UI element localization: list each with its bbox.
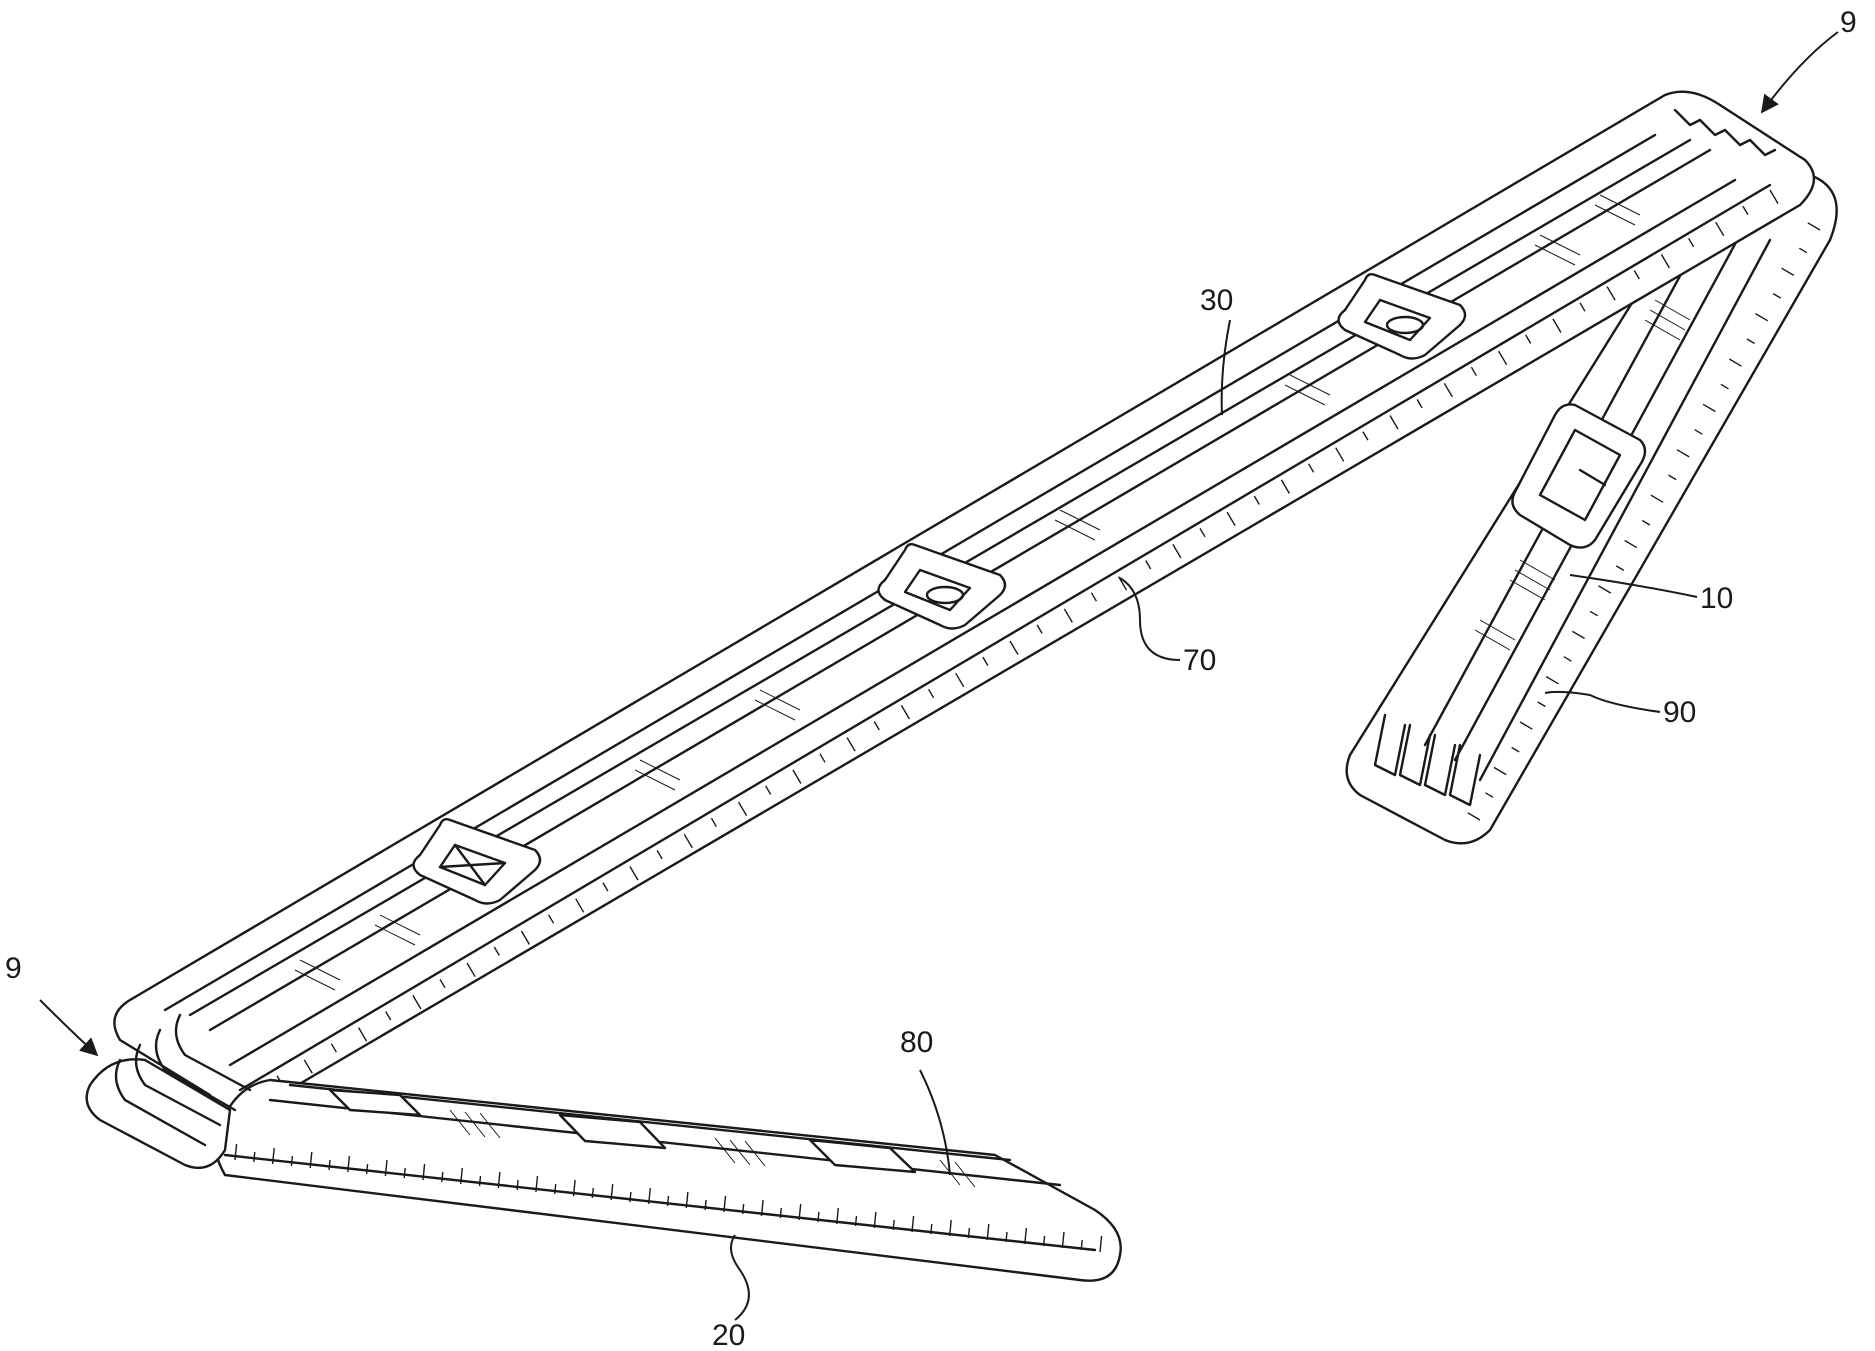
scale-tick xyxy=(630,1192,631,1202)
scale-tick xyxy=(1081,1240,1082,1250)
callout-hinge-top: 9 xyxy=(1762,6,1857,112)
scale-tick xyxy=(780,1208,781,1218)
label-level-20: 20 xyxy=(712,1319,745,1351)
scale-tick xyxy=(442,1172,443,1182)
scale-tick xyxy=(291,1156,292,1166)
scale-tick xyxy=(1006,1232,1007,1242)
label-level-10: 10 xyxy=(1700,582,1733,615)
bottom-level-arm xyxy=(215,1080,1121,1281)
scale-tick xyxy=(743,1204,744,1214)
label-vial-80: 80 xyxy=(900,1026,933,1059)
label-hinge-top: 9 xyxy=(1840,6,1857,39)
scale-tick xyxy=(592,1188,593,1198)
scale-tick xyxy=(856,1216,857,1226)
scale-tick xyxy=(517,1180,518,1190)
scale-tick xyxy=(1044,1236,1045,1246)
label-level-30: 30 xyxy=(1200,284,1233,317)
callout-scale-70: 70 xyxy=(1120,578,1216,677)
scale-tick xyxy=(555,1184,556,1194)
scale-tick xyxy=(367,1164,368,1174)
scale-tick xyxy=(705,1200,706,1210)
scale-tick xyxy=(818,1212,819,1222)
scale-tick xyxy=(254,1152,255,1162)
scale-tick xyxy=(404,1168,405,1178)
scale-tick xyxy=(893,1220,894,1230)
scale-tick xyxy=(968,1228,969,1238)
scale-tick xyxy=(931,1224,932,1234)
scale-tick xyxy=(480,1176,481,1186)
scale-tick xyxy=(329,1160,330,1170)
callout-level-20: 20 xyxy=(712,1235,749,1351)
label-hinge-left: 9 xyxy=(5,952,22,985)
callout-hinge-left: 9 xyxy=(5,952,97,1055)
label-scale-90: 90 xyxy=(1663,696,1696,729)
scale-tick xyxy=(668,1196,669,1206)
label-scale-70: 70 xyxy=(1183,644,1216,677)
